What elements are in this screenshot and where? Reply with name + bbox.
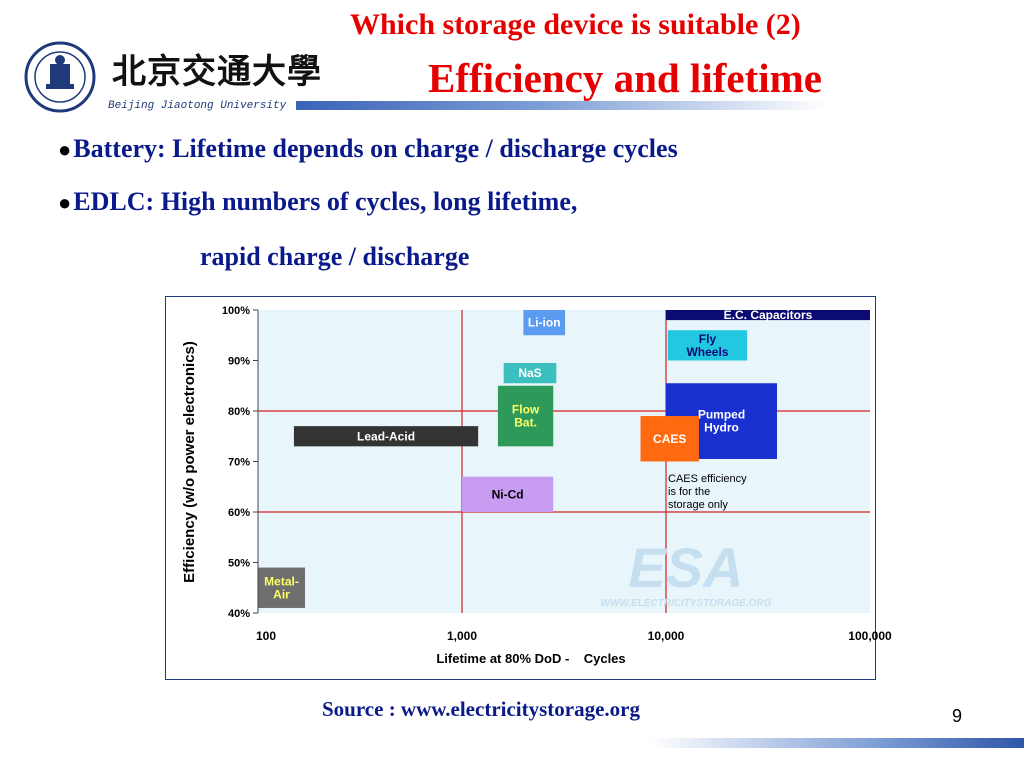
region-box: [640, 416, 699, 462]
region-box: [667, 330, 748, 361]
x-tick-label: 1,000: [447, 629, 477, 643]
region-label: Hydro: [704, 421, 739, 435]
region-label: Ni-Cd: [492, 487, 524, 501]
university-name-english: Beijing Jiaotong University: [108, 100, 287, 112]
region-label: Wheels: [686, 345, 728, 359]
x-tick-label: 100,000: [848, 629, 892, 643]
region-box: [666, 310, 870, 321]
y-tick-label: 40%: [228, 608, 250, 620]
region-box: [462, 476, 554, 512]
y-axis-label: Efficiency (w/o power electronics): [181, 341, 198, 583]
region-box: [503, 363, 557, 384]
footer-gradient-bar: [650, 738, 1024, 748]
watermark-url-text: WWW.ELECTRICITYSTORAGE.ORG: [601, 598, 772, 609]
x-axis-label: Lifetime at 80% DoD - Cycles: [436, 651, 625, 666]
university-name-chinese: 北京交通大學: [112, 52, 322, 92]
region-label: Air: [273, 587, 290, 601]
bullet-item-edlc: ●EDLC: High numbers of cycles, long life…: [58, 187, 577, 217]
university-seal-logo: [20, 40, 100, 114]
bullet-dot-icon: ●: [58, 137, 72, 162]
region-box: [258, 567, 306, 608]
header-gradient-bar: [296, 101, 1006, 110]
region-label: Li-ion: [528, 316, 561, 330]
region-label: Lead-Acid: [357, 429, 415, 443]
plot-background: [258, 310, 870, 613]
region-label: Fly: [699, 332, 717, 346]
bullet-dot-icon: ●: [58, 190, 72, 215]
y-tick-label: 50%: [228, 558, 250, 570]
annotation-text: CAES efficiency: [668, 473, 747, 485]
bullet-continuation: rapid charge / discharge: [200, 242, 470, 271]
watermark-text: ESA: [628, 536, 743, 599]
region-label: CAES: [653, 432, 686, 446]
region-label: Metal-: [264, 574, 299, 588]
source-citation: Source : www.electricitystorage.org: [322, 697, 640, 721]
region-label: Pumped: [698, 408, 745, 422]
y-tick-label: 80%: [228, 406, 250, 418]
annotation-text: storage only: [668, 499, 728, 511]
page-number: 9: [952, 706, 963, 726]
x-tick-label: 100: [256, 629, 276, 643]
y-tick-label: 60%: [228, 507, 250, 519]
region-box: [293, 426, 479, 447]
region-box: [497, 385, 554, 447]
y-tick-label: 90%: [228, 356, 250, 368]
bullet-text: EDLC: High numbers of cycles, long lifet…: [73, 187, 578, 216]
slide-title: Which storage device is suitable (2): [350, 8, 801, 41]
region-label: E.C. Capacitors: [724, 308, 813, 322]
annotation-text: is for the: [668, 486, 710, 498]
slide-subtitle: Efficiency and lifetime: [428, 55, 822, 101]
bullet-item-battery: ●Battery: Lifetime depends on charge / d…: [58, 134, 678, 164]
region-label: Flow: [512, 403, 540, 417]
region-label: NaS: [518, 366, 541, 380]
region-label: Bat.: [514, 416, 537, 430]
x-tick-label: 10,000: [648, 629, 685, 643]
y-tick-label: 100%: [222, 305, 250, 317]
y-tick-label: 70%: [228, 457, 250, 469]
region-box: [523, 310, 566, 336]
bullet-text: Battery: Lifetime depends on charge / di…: [73, 134, 678, 163]
